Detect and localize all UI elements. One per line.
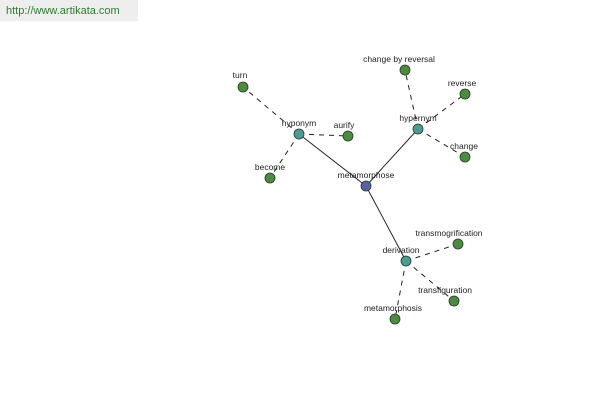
node-aurify[interactable]: aurify (334, 120, 356, 142)
node-label-transmogrification: transmogrification (415, 228, 482, 238)
edge-metamorphose-derivation (365, 185, 407, 262)
node-become[interactable]: become (255, 162, 286, 184)
node-derivation[interactable]: derivation (383, 245, 420, 267)
edge-hypernym-change_by_reversal (404, 69, 419, 130)
edge-metamorphose-hyponym (298, 133, 367, 187)
node-transfiguration[interactable]: transfiguration (418, 285, 472, 307)
node-label-turn: turn (233, 70, 248, 80)
edge-metamorphose-hypernym (365, 128, 419, 187)
node-dot-aurify[interactable] (342, 130, 354, 142)
node-label-change: change (450, 141, 478, 151)
node-label-metamorphose: metamorphose (338, 170, 395, 180)
node-label-become: become (255, 162, 286, 172)
node-metamorphosis[interactable]: metamorphosis (364, 303, 422, 325)
node-metamorphose[interactable]: metamorphose (338, 170, 395, 192)
node-dot-turn[interactable] (237, 81, 249, 93)
node-label-reverse: reverse (448, 78, 477, 88)
nodes-layer: metamorphose hyponym hypernym derivation tur… (233, 54, 483, 325)
node-change[interactable]: change (450, 141, 478, 163)
node-label-derivation: derivation (383, 245, 420, 255)
edges-layer (242, 69, 466, 320)
node-hypernym[interactable]: hypernym (399, 113, 437, 135)
node-label-change_by_reversal: change by reversal (363, 54, 435, 64)
node-dot-hyponym[interactable] (293, 128, 305, 140)
node-label-hypernym: hypernym (399, 113, 436, 123)
node-transmogrification[interactable]: transmogrification (415, 228, 483, 250)
node-hyponym[interactable]: hyponym (282, 118, 317, 140)
node-dot-hypernym[interactable] (412, 123, 424, 135)
source-url-link[interactable]: http://www.artikata.com (6, 4, 120, 17)
node-label-metamorphosis: metamorphosis (364, 303, 422, 313)
edge-hypernym-reverse (417, 93, 466, 130)
node-dot-change[interactable] (459, 151, 471, 163)
edge-hyponym-become (269, 133, 300, 179)
edge-hyponym-aurify (298, 133, 349, 137)
node-dot-change_by_reversal[interactable] (399, 64, 411, 76)
node-dot-metamorphose[interactable] (360, 180, 372, 192)
node-dot-metamorphosis[interactable] (389, 313, 401, 325)
node-change_by_reversal[interactable]: change by reversal (363, 54, 435, 76)
node-turn[interactable]: turn (233, 70, 249, 93)
edge-hyponym-turn (242, 86, 300, 135)
node-dot-reverse[interactable] (459, 88, 471, 100)
node-dot-derivation[interactable] (400, 255, 412, 267)
node-label-aurify: aurify (334, 120, 356, 130)
node-dot-become[interactable] (264, 172, 276, 184)
node-reverse[interactable]: reverse (448, 78, 477, 100)
node-label-hyponym: hyponym (282, 118, 317, 128)
node-dot-transfiguration[interactable] (448, 295, 460, 307)
source-url-bar: http://www.artikata.com (0, 0, 138, 21)
node-dot-transmogrification[interactable] (452, 238, 464, 250)
edge-derivation-transfiguration (405, 260, 455, 302)
node-label-transfiguration: transfiguration (418, 285, 472, 295)
